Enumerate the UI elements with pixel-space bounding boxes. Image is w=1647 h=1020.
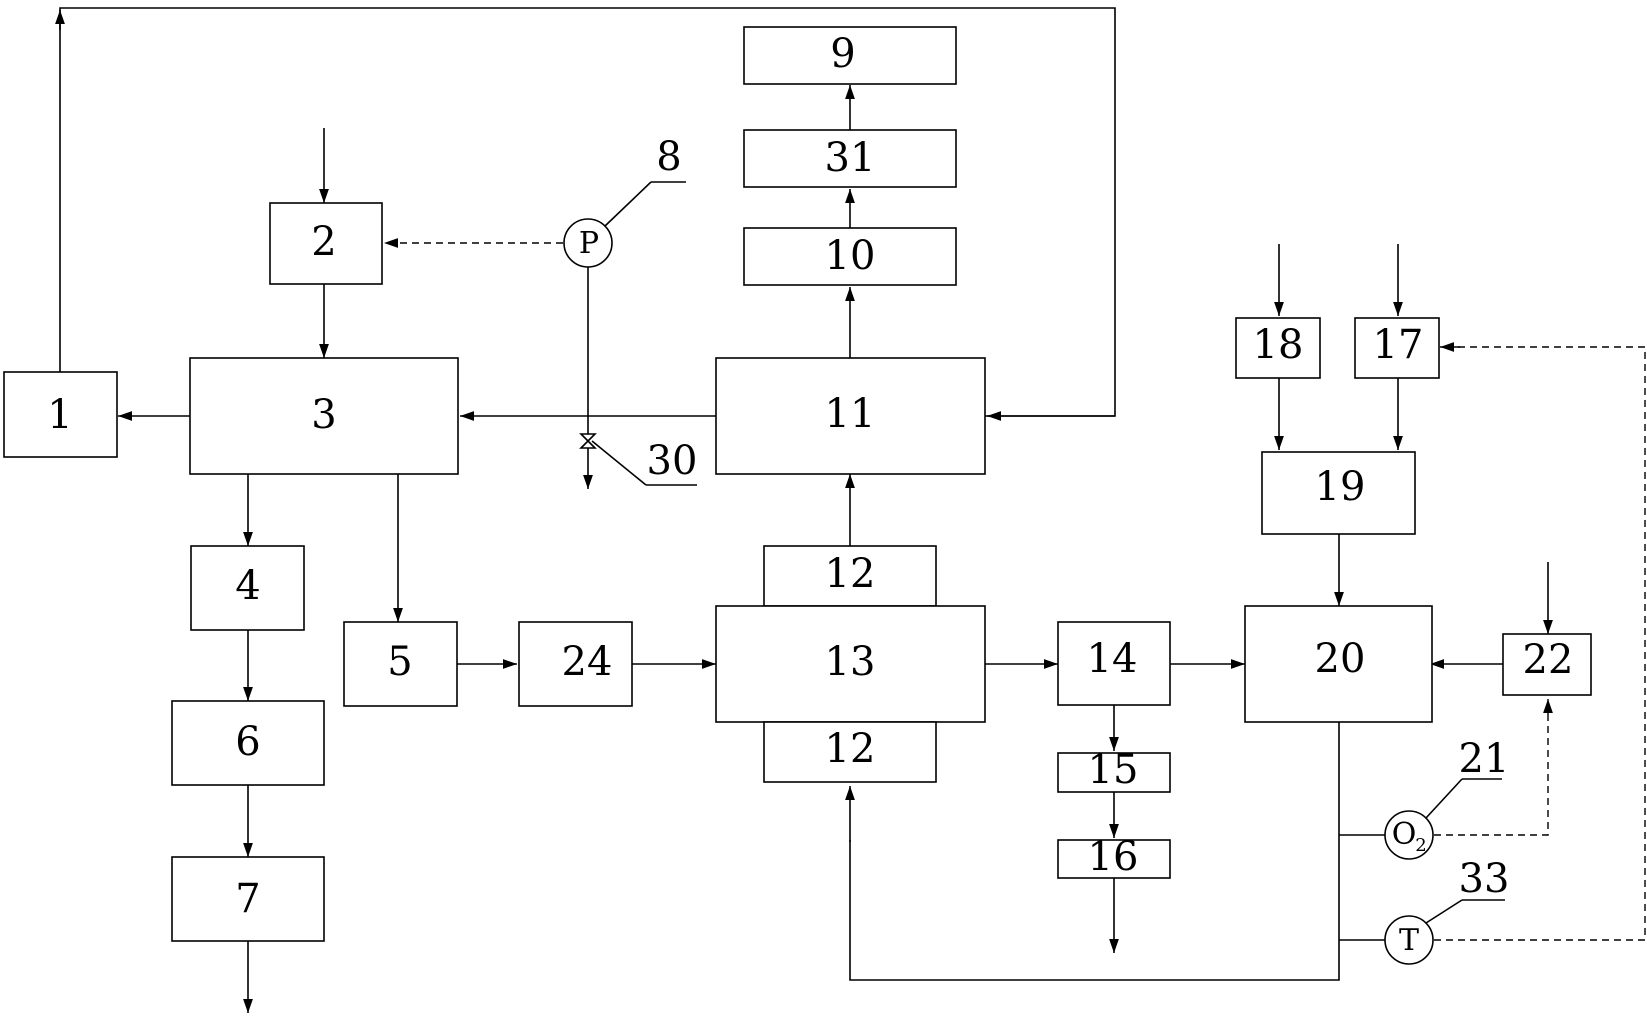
- block-24: 24: [518, 621, 633, 707]
- block-3: 3: [189, 357, 459, 475]
- block-14-label: 14: [1087, 636, 1138, 682]
- block-17: 17: [1354, 317, 1440, 379]
- block-12-top: 12: [763, 545, 937, 607]
- block-10-label: 10: [825, 233, 876, 279]
- block-16-label: 16: [1088, 834, 1139, 880]
- pressure-callout: 8: [656, 134, 681, 180]
- oxygen-symbol: O: [1392, 817, 1417, 852]
- block-4: 4: [190, 545, 305, 631]
- block-2: 2: [269, 202, 383, 285]
- block-20-label: 20: [1315, 636, 1366, 682]
- block-9: 9: [743, 26, 957, 85]
- temperature-callout: 33: [1459, 856, 1510, 902]
- block-5: 5: [343, 621, 458, 707]
- block-3-label: 3: [311, 392, 336, 438]
- block-19: 19: [1261, 451, 1416, 535]
- block-22-label: 22: [1523, 637, 1574, 683]
- block-1: 1: [3, 371, 118, 458]
- oxygen-callout: 21: [1459, 736, 1510, 782]
- signal-lines: [384, 238, 1646, 941]
- block-22: 22: [1502, 633, 1592, 696]
- block-17-label: 17: [1373, 322, 1424, 368]
- block-24-label: 24: [562, 639, 613, 685]
- block-16: 16: [1057, 834, 1171, 880]
- temperature-sensor: T 33: [1384, 856, 1510, 965]
- block-6-label: 6: [235, 719, 260, 765]
- block-2-label: 2: [311, 219, 336, 265]
- oxygen-sensor: O 2 21: [1384, 736, 1510, 860]
- block-12-bottom-label: 12: [825, 726, 876, 772]
- block-7: 7: [171, 856, 325, 942]
- block-11: 11: [715, 357, 986, 475]
- block-19-label: 19: [1315, 464, 1366, 510]
- block-13-label: 13: [825, 639, 876, 685]
- block-15: 15: [1057, 747, 1171, 793]
- block-4-label: 4: [235, 563, 260, 609]
- block-7-label: 7: [235, 876, 260, 922]
- pressure-sensor: P 8: [563, 134, 686, 268]
- block-20: 20: [1244, 605, 1433, 723]
- block-14: 14: [1057, 621, 1171, 706]
- pressure-symbol: P: [579, 226, 599, 261]
- block-10: 10: [743, 227, 957, 286]
- block-31: 31: [743, 129, 957, 188]
- block-11-label: 11: [825, 391, 876, 437]
- block-1-label: 1: [47, 392, 72, 438]
- block-15-label: 15: [1088, 747, 1139, 793]
- temperature-symbol: T: [1399, 923, 1419, 958]
- block-5-label: 5: [387, 639, 412, 685]
- block-31-label: 31: [825, 135, 876, 181]
- block-12-top-label: 12: [825, 551, 876, 597]
- oxygen-subscript: 2: [1415, 835, 1426, 856]
- block-9-label: 9: [830, 31, 855, 77]
- block-18-label: 18: [1253, 322, 1304, 368]
- block-12-bottom: 12: [763, 721, 937, 783]
- block-6: 6: [171, 700, 325, 786]
- valve-callout: 30: [647, 438, 698, 484]
- block-13: 13: [715, 605, 986, 723]
- flow-lines: [55, 7, 1553, 1013]
- valve: 30: [579, 433, 698, 486]
- block-18: 18: [1235, 317, 1321, 379]
